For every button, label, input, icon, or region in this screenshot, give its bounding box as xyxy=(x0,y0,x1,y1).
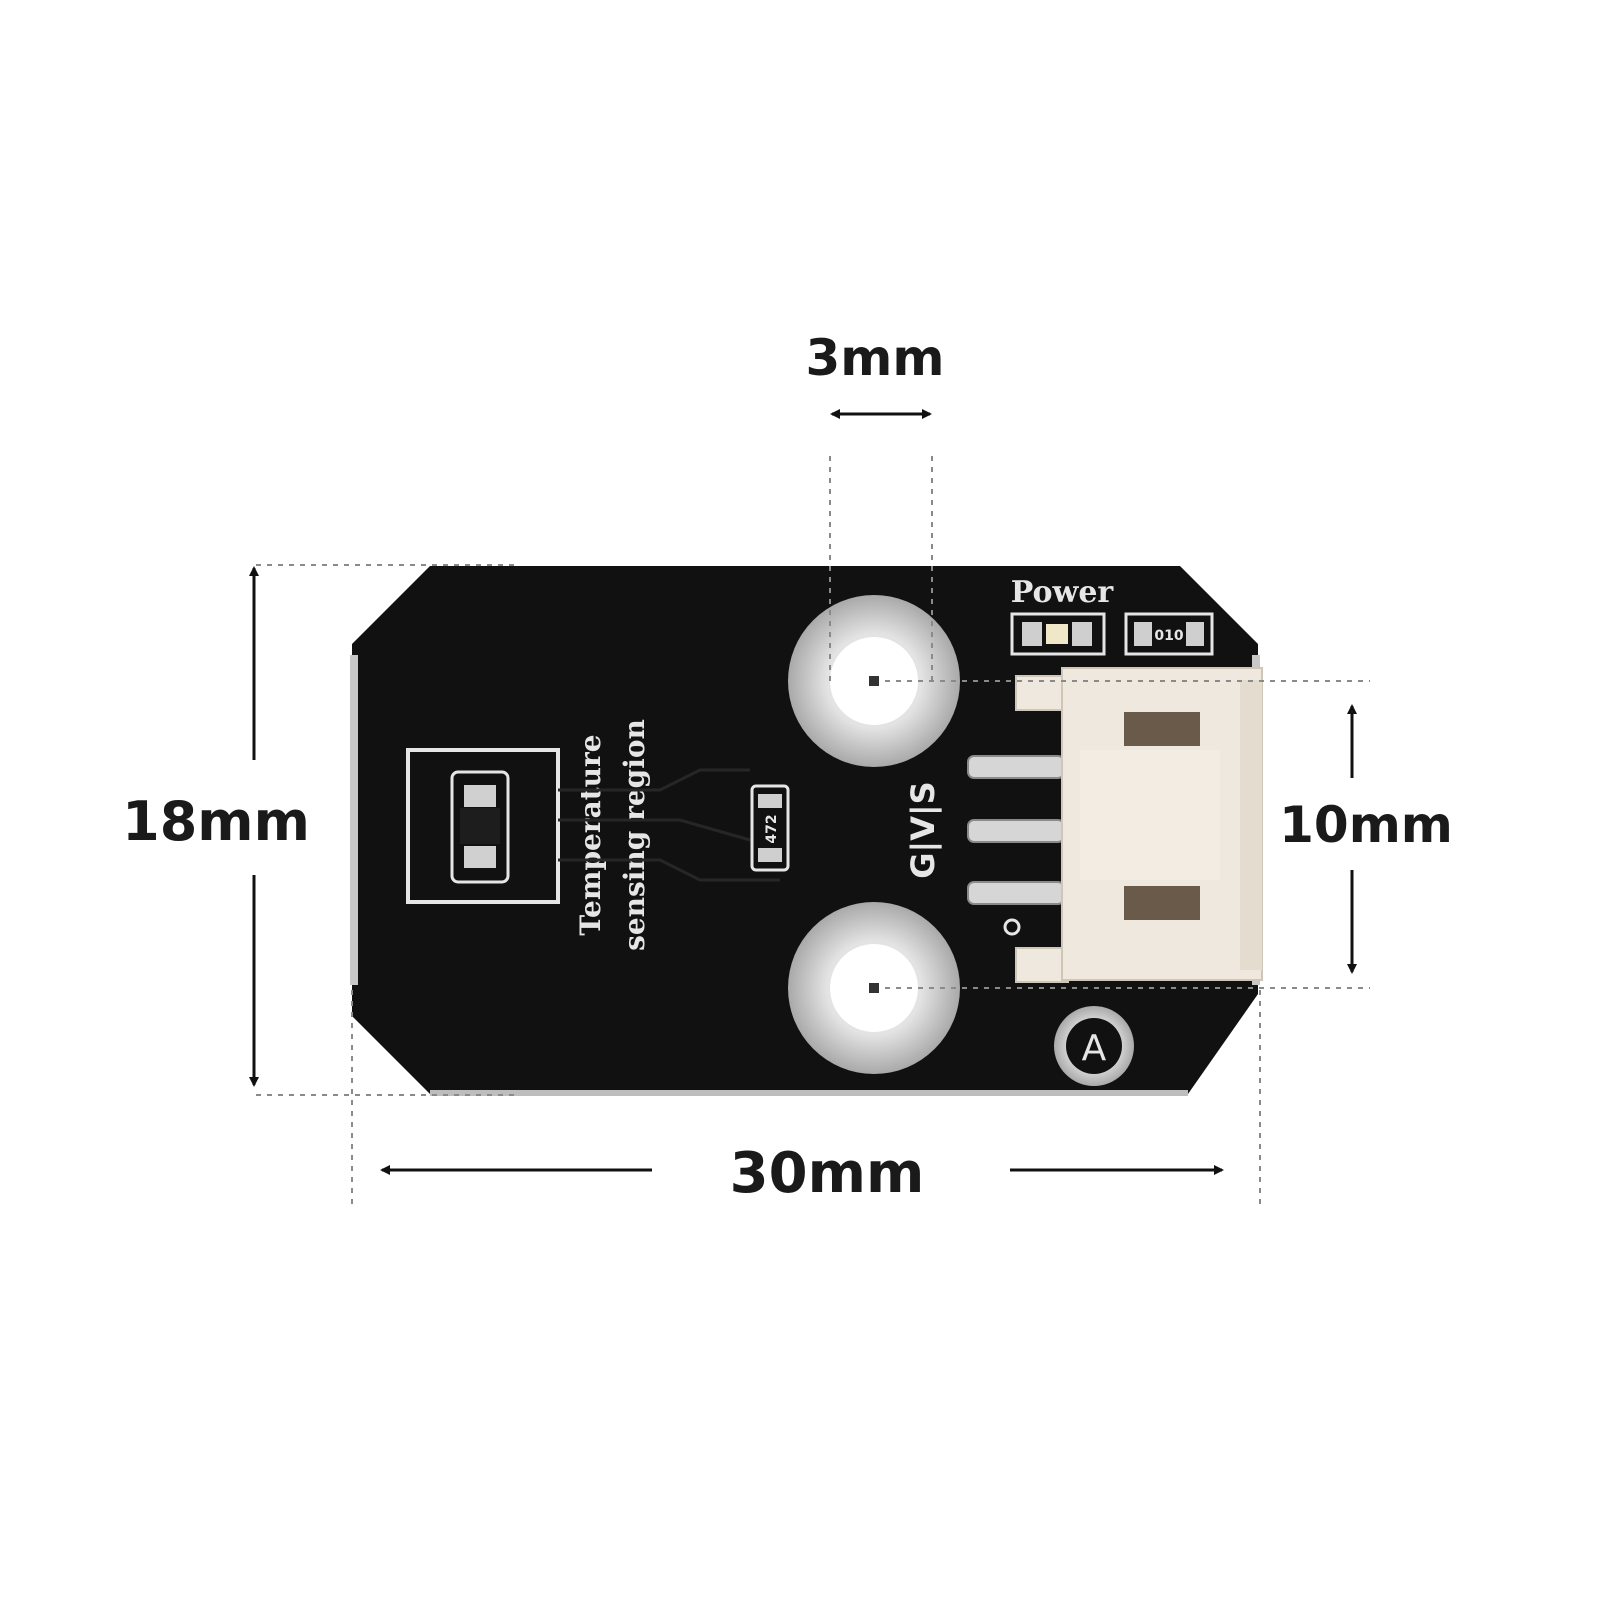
power-led-area: Power 010 xyxy=(1010,575,1214,656)
connector-housing xyxy=(1015,667,1263,983)
dim-board-width: 30mm xyxy=(730,1141,925,1206)
power-label: Power xyxy=(1011,575,1115,610)
sensing-region-label: Temperature sensing region xyxy=(574,719,651,951)
dim-hole-spacing: 10mm xyxy=(1279,796,1453,854)
sensor-region xyxy=(406,748,560,904)
connector-pins xyxy=(967,755,1065,905)
sensing-region-line1: Temperature xyxy=(574,734,607,935)
resistor-code: 472 xyxy=(764,814,780,843)
logo-letter: A xyxy=(1082,1028,1107,1069)
diode-code: 010 xyxy=(1154,628,1183,644)
pin-label-group: G|V|S xyxy=(904,781,943,878)
sensing-region-line2: sensing region xyxy=(618,719,651,951)
hole-center-bottom xyxy=(869,983,879,993)
logo-badge: A xyxy=(1054,1006,1134,1086)
pin-label: G|V|S xyxy=(904,781,943,878)
pin1-marker xyxy=(1003,918,1021,936)
dim-board-height: 18mm xyxy=(122,790,310,853)
dim-hole-diameter: 3mm xyxy=(806,329,945,387)
pcb-traces xyxy=(558,768,780,882)
resistor: 472 xyxy=(750,784,790,872)
hole-center-top xyxy=(869,676,879,686)
guide-lines xyxy=(256,456,1370,1210)
dimension-arrows xyxy=(249,409,1357,1175)
